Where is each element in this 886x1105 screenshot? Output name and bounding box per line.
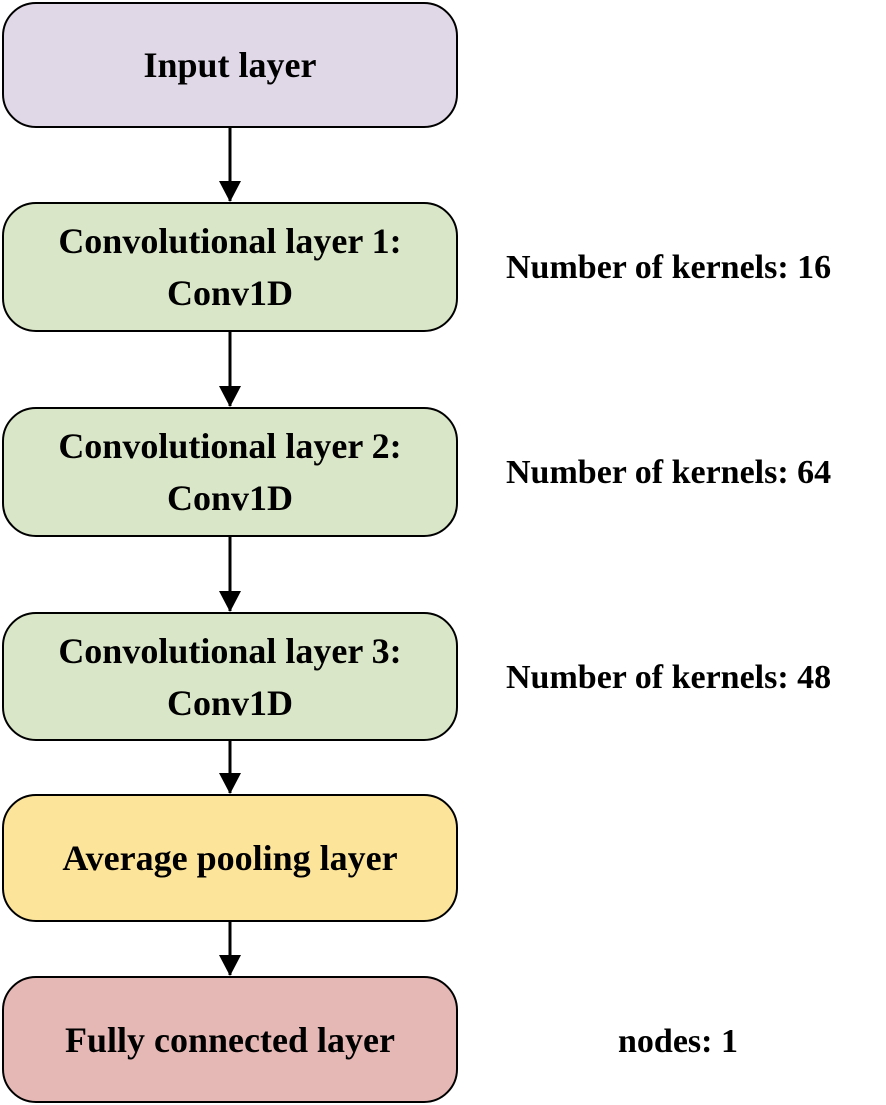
arrow-conv1-to-conv2 [219, 331, 241, 407]
arrow-conv2-to-conv3 [219, 536, 241, 612]
arrow-pool-to-fc [219, 921, 241, 976]
fully-connected-nodes-note: nodes: 1 [618, 1023, 738, 1060]
conv-layer-3-title: Convolutional layer 3: [58, 630, 402, 671]
arrow-conv3-to-pool [219, 740, 241, 794]
conv-layer-1-kernels-note: Number of kernels: 16 [506, 249, 832, 286]
conv-layer-2-title: Convolutional layer 2: [58, 426, 402, 466]
conv-layer-1-type: Conv1D [166, 273, 294, 313]
fully-connected-layer-label: Fully connected layer [65, 1019, 395, 1060]
input-layer-label: Input layer [143, 45, 317, 85]
conv-layer-2-node: Convolutional layer 2: Conv1D [2, 407, 458, 537]
conv-layer-2-kernels-note: Number of kernels: 64 [506, 454, 832, 491]
conv-layer-1-node: Convolutional layer 1: Conv1D [2, 202, 458, 332]
conv-layer-3-node: Convolutional layer 3: Conv1D [2, 612, 458, 741]
arrow-input-to-conv1 [219, 127, 241, 202]
fully-connected-layer-node: Fully connected layer [2, 976, 458, 1103]
conv-layer-3-kernels-note: Number of kernels: 48 [506, 659, 832, 696]
conv-layer-3-type: Conv1D [166, 682, 294, 723]
average-pooling-layer-label: Average pooling layer [62, 838, 398, 878]
average-pooling-layer-node: Average pooling layer [2, 794, 458, 922]
conv-layer-2-type: Conv1D [166, 478, 294, 518]
input-layer-node: Input layer [2, 2, 458, 128]
conv-layer-1-title: Convolutional layer 1: [58, 221, 402, 261]
